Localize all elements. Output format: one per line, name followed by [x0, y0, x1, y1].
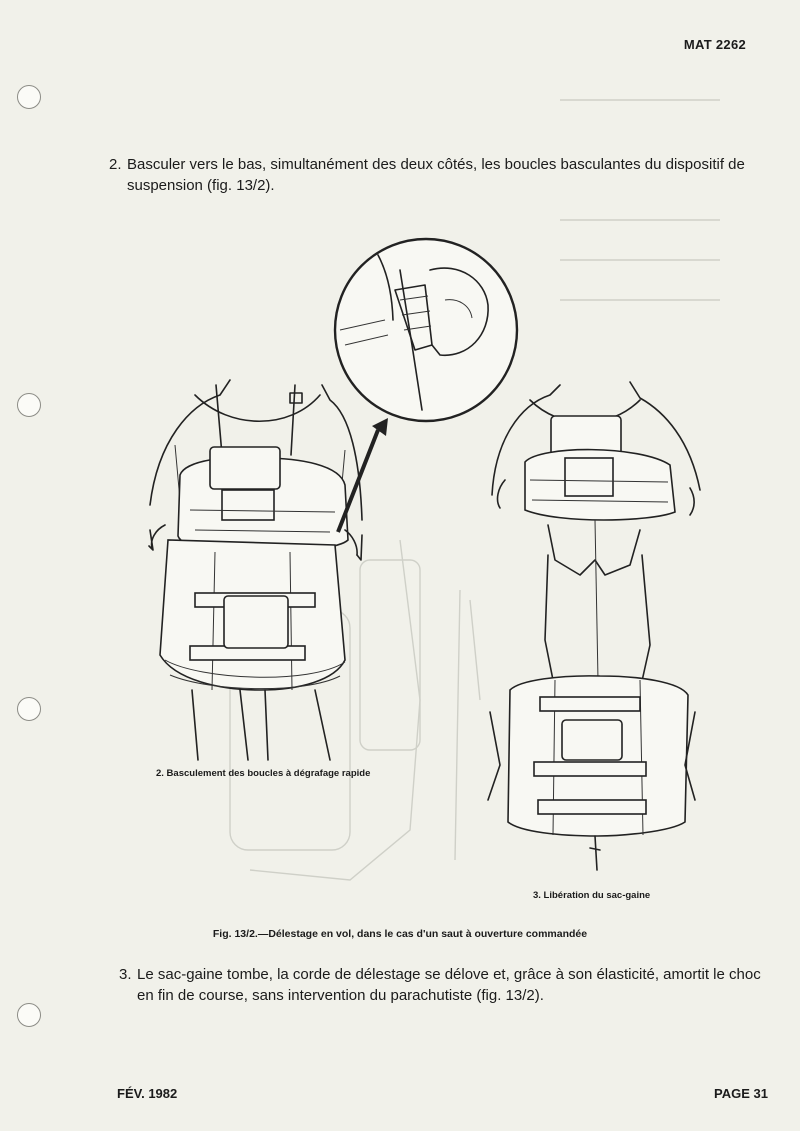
footer-page-number: PAGE 31	[714, 1086, 768, 1101]
step-number: 2.	[109, 156, 122, 173]
binder-hole	[17, 1003, 41, 1027]
step-text: Basculer vers le bas, simultanément des …	[127, 156, 745, 194]
arrow-head	[372, 418, 388, 436]
document-reference: MAT 2262	[683, 37, 746, 52]
figure-caption: Fig. 13/2.—Délestage en vol, dans le cas…	[212, 928, 588, 940]
instruction-step-2: 2. Basculer vers le bas, simultanément d…	[109, 154, 769, 196]
binder-hole	[17, 393, 41, 417]
detail-zoom-circle	[333, 237, 519, 423]
binder-hole	[17, 697, 41, 721]
arrow-line	[336, 429, 380, 533]
binder-hole	[17, 85, 41, 109]
subfigure-caption-left: 2. Basculement des boucles à dégrafage r…	[156, 768, 371, 779]
subfigure-caption-right: 3. Libération du sac-gaine	[533, 890, 651, 901]
footer-date: FÉV. 1982	[117, 1086, 178, 1101]
step-number: 3.	[119, 966, 132, 983]
left-soldier-figure	[148, 379, 363, 761]
instruction-step-3: 3. Le sac-gaine tombe, la corde de déles…	[119, 964, 779, 1006]
step-text: Le sac-gaine tombe, la corde de délestag…	[137, 966, 761, 1004]
right-soldier-figure	[487, 381, 701, 871]
